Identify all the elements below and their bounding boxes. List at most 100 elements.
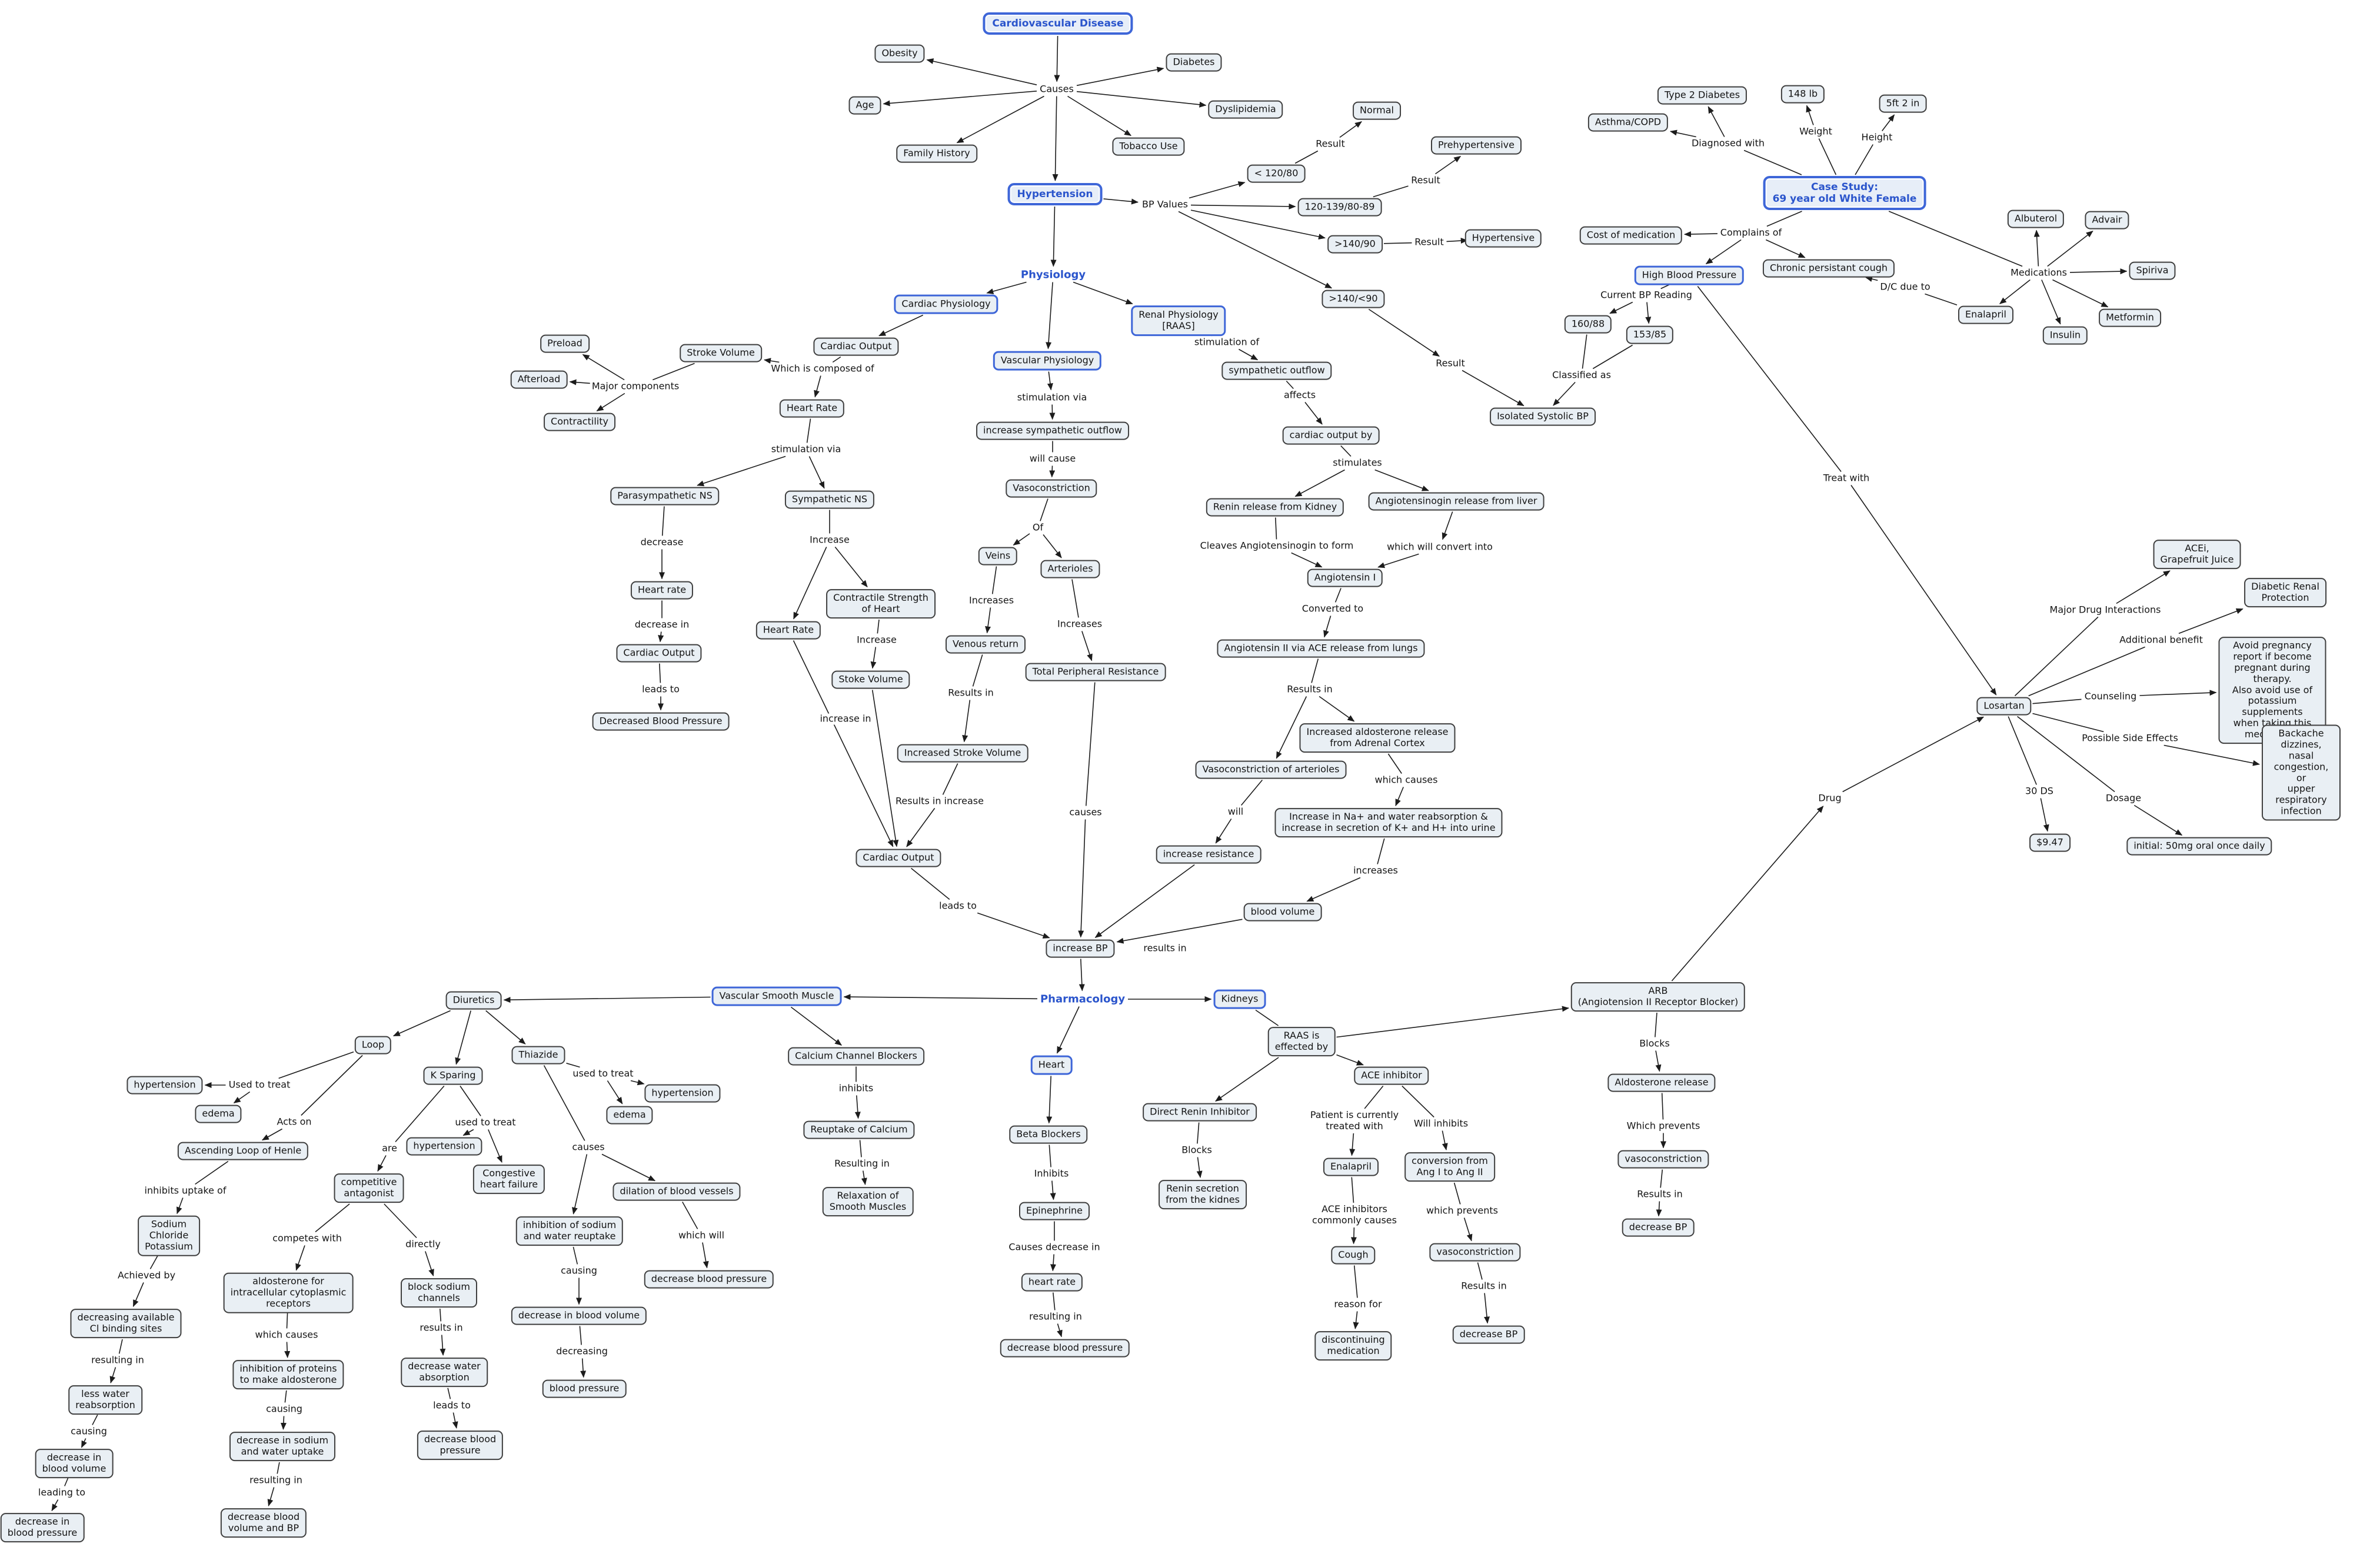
node-hr3[interactable]: heart rate [1021,1273,1083,1292]
edge-label-decrease_in[interactable]: decrease in [633,619,691,631]
node-v15385[interactable]: 153/85 [1626,325,1674,344]
node-angio_rel[interactable]: Angiotensinogin release from liver [1368,492,1544,511]
edge-label-major_comp[interactable]: Major components [590,381,681,392]
node-diuretics[interactable]: Diuretics [445,991,502,1010]
edge-label-medications[interactable]: Medications [2009,267,2069,279]
node-ang1[interactable]: Angiotensin I [1307,568,1383,587]
node-age[interactable]: Age [848,96,881,115]
edge-label-res_loop[interactable]: resulting in [89,1355,146,1366]
node-chf[interactable]: Congestive heart failure [472,1165,545,1194]
node-ang2[interactable]: Angiotensin II via ACE release from lung… [1217,639,1425,658]
node-hr1[interactable]: Heart Rate [779,399,845,418]
node-hyper[interactable]: Hypertensive [1464,229,1542,248]
node-co3[interactable]: Cardiac Output [856,849,941,867]
node-metformin[interactable]: Metformin [2099,308,2161,327]
edge-label-competes[interactable]: competes with [271,1233,344,1245]
node-ksparing[interactable]: K Sparing [423,1066,483,1085]
node-dri[interactable]: Direct Renin Inhibitor [1143,1103,1257,1122]
node-aldo_for[interactable]: aldosterone for intracellular cytoplasmi… [223,1272,354,1313]
node-thiazide[interactable]: Thiazide [511,1046,565,1064]
node-arb[interactable]: ARB (Angiotension II Receptor Blocker) [1570,982,1746,1012]
edge-label-which_will[interactable]: which will [676,1230,727,1242]
node-hr_dec[interactable]: Heart rate [630,581,694,600]
edge-label-used_loop[interactable]: Used to treat [227,1079,292,1091]
node-obesity[interactable]: Obesity [874,44,925,63]
edge-label-complains[interactable]: Complains of [1718,227,1784,239]
edge-label-which_prev2[interactable]: which prevents [1424,1205,1500,1217]
edge-label-used_k[interactable]: used to treat [453,1117,518,1129]
node-normal[interactable]: Normal [1353,101,1401,120]
edge-label-blocks_d[interactable]: Blocks [1180,1145,1214,1156]
node-cvd[interactable]: Cardiovascular Disease [983,12,1133,35]
node-spiriva[interactable]: Spiriva [2129,261,2176,280]
edge-label-of[interactable]: Of [1030,522,1046,534]
edge-label-will_cause[interactable]: will cause [1027,453,1078,465]
node-block_na[interactable]: block sodium channels [401,1278,477,1308]
node-parasym[interactable]: Parasympathetic NS [610,487,720,505]
node-enal1[interactable]: Enalapril [1958,305,2013,324]
node-htn_th[interactable]: hypertension [644,1084,721,1103]
edge-label-weight[interactable]: Weight [1798,126,1834,138]
edge-label-inh_uptake[interactable]: inhibits uptake of [142,1185,228,1197]
node-insulin[interactable]: Insulin [2042,326,2088,345]
node-dec_bp_dil[interactable]: decrease blood pressure [644,1270,774,1289]
edge-label-increase2[interactable]: Increase [855,634,898,646]
node-stoke[interactable]: Stoke Volume [831,670,910,689]
edge-label-incr_a[interactable]: Increases [1055,618,1104,630]
edge-label-causes_tpr[interactable]: causes [1067,807,1104,819]
node-co_dec[interactable]: Cardiac Output [616,644,702,663]
node-dec_sod[interactable]: decrease in sodium and water uptake [229,1432,336,1461]
edge-label-leads_bs[interactable]: leads to [431,1400,472,1412]
node-cough2[interactable]: Cough [1331,1246,1376,1265]
edge-label-composed[interactable]: Which is composed of [769,363,876,375]
node-tpr[interactable]: Total Peripheral Resistance [1025,663,1166,681]
node-losartan[interactable]: Losartan [1976,697,2032,716]
edge-label-acts_on[interactable]: Acts on [275,1116,314,1128]
node-blood_vol[interactable]: blood volume [1243,903,1322,921]
node-arterioles[interactable]: Arterioles [1040,560,1100,578]
edge-label-leads_to2[interactable]: leads to [937,900,978,912]
edge-label-ds30[interactable]: 30 DS [2023,786,2055,797]
edge-label-patient_tr[interactable]: Patient is currently treated with [1308,1109,1401,1132]
edge-label-decreasing[interactable]: decreasing [554,1346,610,1358]
edge-label-which_prev3[interactable]: Which prevents [1625,1120,1702,1132]
node-cost_med[interactable]: Cost of medication [1579,226,1683,245]
node-dec_bp_l[interactable]: decrease in blood pressure [0,1513,85,1542]
node-bb[interactable]: Beta Blockers [1009,1125,1088,1144]
node-dec_bp_h[interactable]: decrease blood pressure [1000,1339,1130,1358]
edge-label-r_in_raas[interactable]: Results in [1285,684,1334,696]
edge-label-affects[interactable]: affects [1281,390,1318,401]
node-acei[interactable]: ACE inhibitor [1354,1066,1429,1085]
edge-label-r_norm[interactable]: Result [1314,138,1347,150]
node-price[interactable]: $9.47 [2029,833,2071,852]
node-renin_rel[interactable]: Renin release from Kidney [1206,498,1344,517]
node-diabetes[interactable]: Diabetes [1166,53,1222,72]
node-epi[interactable]: Epinephrine [1019,1202,1090,1220]
node-enal2[interactable]: Enalapril [1323,1157,1379,1176]
node-dec_water[interactable]: decrease water absorption [401,1358,488,1387]
edge-label-convert_into[interactable]: which will convert into [1385,541,1494,553]
node-afterload[interactable]: Afterload [510,370,568,389]
node-dec_bv_th[interactable]: decrease in blood volume [511,1306,647,1325]
edge-label-cleaves[interactable]: Cleaves Angiotensinogin to form [1198,540,1356,552]
edge-label-counseling[interactable]: Counseling [2082,691,2139,703]
node-cough1[interactable]: Chronic persistant cough [1762,259,1895,278]
node-co1[interactable]: Cardiac Output [813,337,899,356]
edge-label-are[interactable]: are [380,1143,399,1155]
edge-label-r_pre[interactable]: Result [1409,175,1442,187]
edge-label-mdi[interactable]: Major Drug Interactions [2048,604,2163,616]
node-dec_bvbp[interactable]: decrease blood volume and BP [220,1508,307,1538]
node-discont[interactable]: discontinuing medication [1314,1331,1392,1360]
node-asthma[interactable]: Asthma/COPD [1587,113,1669,132]
edge-label-diagnosed[interactable]: Diagnosed with [1689,138,1767,149]
node-incr_aldo[interactable]: Increased aldosterone release from Adren… [1299,723,1456,753]
node-backache[interactable]: Backache dizzines, nasal congestion, or … [2262,724,2341,821]
edge-label-drug[interactable]: Drug [1816,793,1843,804]
node-edema_loop[interactable]: edema [195,1104,242,1123]
edge-label-causes[interactable]: Causes [1038,84,1076,95]
node-dyslipidemia[interactable]: Dyslipidemia [1208,100,1283,119]
node-inc_symp[interactable]: increase sympathetic outflow [976,421,1129,440]
edge-label-cur_bp[interactable]: Current BP Reading [1599,290,1694,301]
edge-label-inhibits_b[interactable]: Inhibits [1032,1168,1071,1180]
edge-label-reason[interactable]: reason for [1332,1299,1384,1310]
